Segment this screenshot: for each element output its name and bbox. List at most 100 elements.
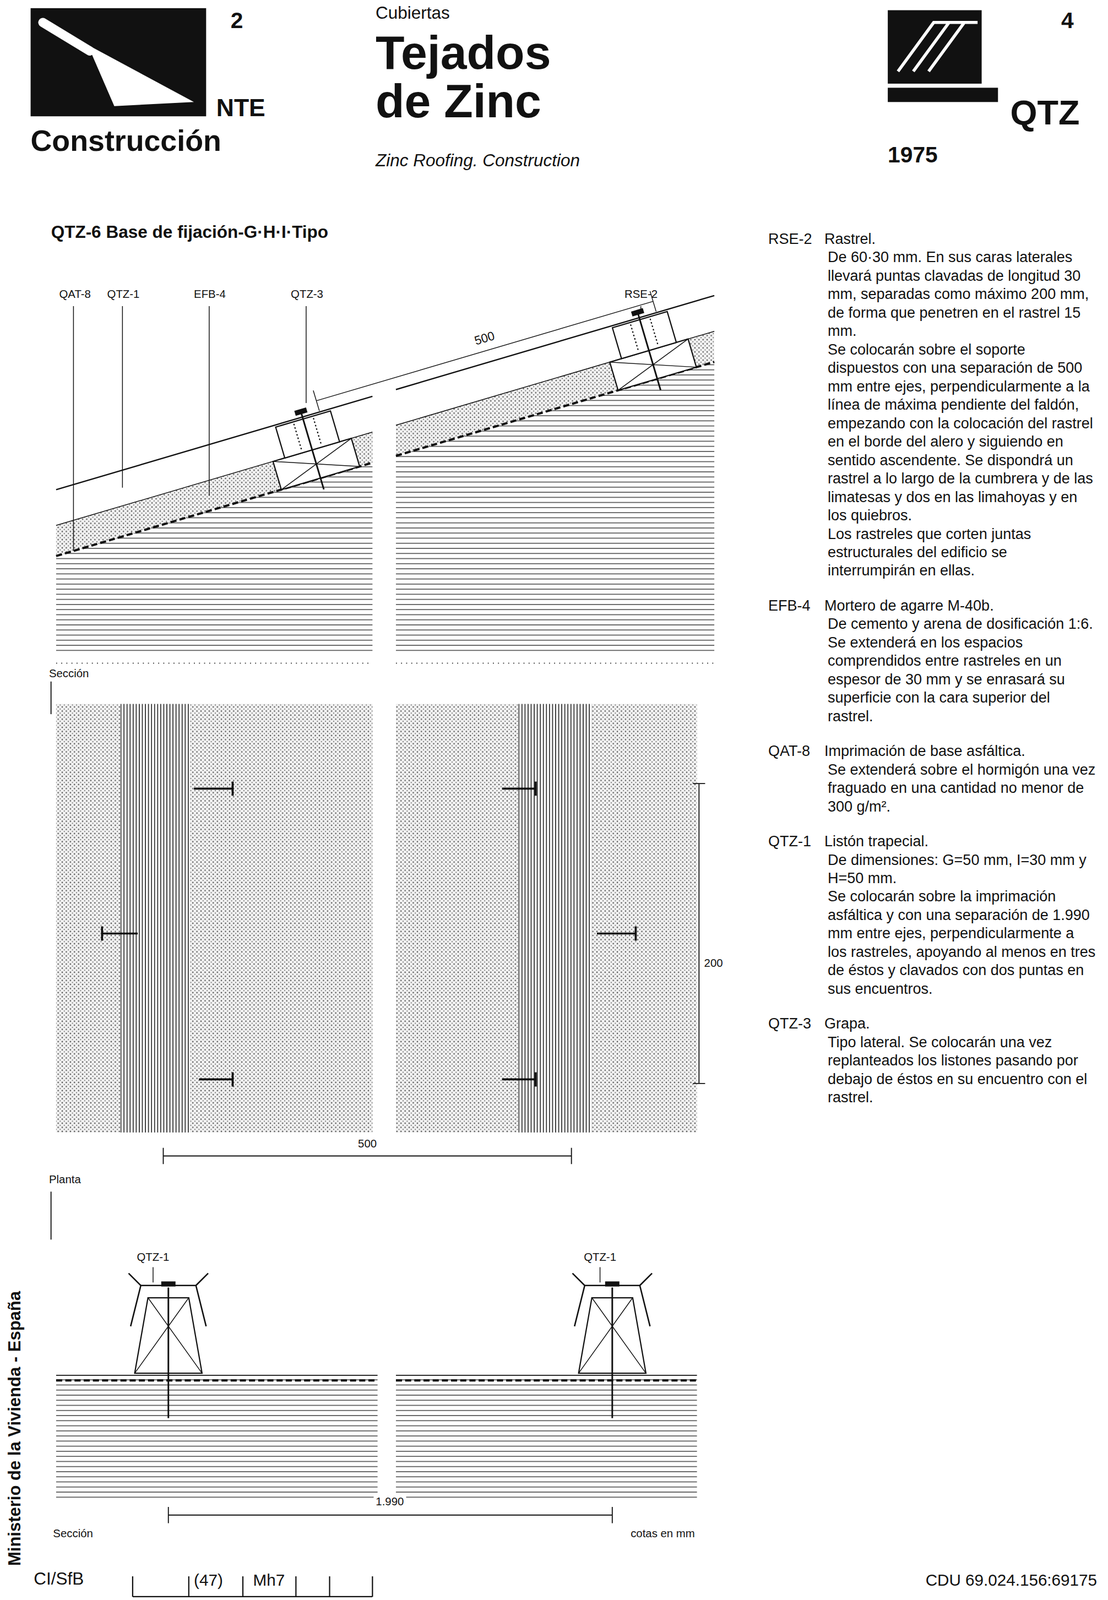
- specification-body: Listón trapecial.De dimensiones: G=50 mm…: [824, 832, 1096, 999]
- specification-column: RSE-2Rastrel.De 60·30 mm. En sus caras l…: [768, 230, 1096, 1124]
- series-name: Construcción: [30, 124, 222, 157]
- drawing-path: [56, 295, 715, 491]
- drawing-path: [101, 781, 636, 1087]
- document-code: CDU 69.024.156:69175: [925, 1571, 1097, 1590]
- element-name: Listón trapecial.: [824, 832, 1096, 851]
- dimension-value: 1.990: [373, 1495, 406, 1508]
- qtz-logo: [887, 10, 998, 103]
- drawing-path: [56, 1375, 698, 1377]
- classification-code: CI/SfB: [33, 1569, 84, 1589]
- drawing-rect: [518, 704, 592, 1133]
- drawing-g: [572, 1273, 653, 1419]
- dimension-value: 500: [470, 328, 499, 349]
- specification-text: De dimensiones: G=50 mm, I=30 mm y H=50 …: [824, 851, 1096, 889]
- drawing-line: [167, 1287, 170, 1419]
- units-note: cotas en mm: [630, 1527, 695, 1540]
- year: 1975: [887, 142, 938, 168]
- page-number: 4: [1061, 8, 1074, 34]
- drawing-g: [128, 1273, 209, 1419]
- element-code: EFB-4: [768, 596, 825, 726]
- drawing-path: [73, 306, 641, 552]
- specification-body: Rastrel.De 60·30 mm. En sus caras latera…: [824, 230, 1096, 581]
- drawing-polygon: [395, 331, 715, 456]
- callout-code: QTZ-3: [290, 288, 324, 301]
- specification-entry: QTZ-1Listón trapecial.De dimensiones: G=…: [768, 832, 1096, 999]
- drawing-rect: [294, 407, 308, 416]
- drawing-rect: [887, 87, 998, 102]
- drawing-line: [611, 1287, 613, 1419]
- specification-text: Se extenderá sobre el hormigón una vez f…: [824, 761, 1096, 817]
- specification-entry: RSE-2Rastrel.De 60·30 mm. En sus caras l…: [768, 230, 1096, 581]
- drawing-rect: [605, 1281, 620, 1287]
- drawing-rect: [631, 308, 645, 317]
- dimension-value: 200: [704, 957, 724, 970]
- view-label: Sección: [52, 1527, 94, 1540]
- specification-entry: EFB-4Mortero de agarre M-40b.De cemento …: [768, 596, 1096, 726]
- drawing-path: [898, 22, 979, 72]
- sheet-title: Tejados de Zinc: [375, 28, 607, 126]
- drawing-rect: [30, 8, 207, 117]
- drawing-rect: [887, 10, 982, 84]
- drawing-path: [42, 22, 90, 52]
- drawing-path: [692, 783, 705, 1084]
- specification-text: De cemento y arena de dosificación 1:6.: [824, 615, 1096, 634]
- roof-section: [51, 291, 715, 715]
- specification-body: Imprimación de base asfáltica.Se extende…: [824, 742, 1096, 817]
- drawing-path: [56, 1379, 698, 1382]
- plan-view: [51, 704, 706, 1241]
- specification-text: Se colocarán sobre el soporte dispuestos…: [824, 340, 1096, 526]
- drawing-rect: [395, 1377, 698, 1501]
- drawing-g: [597, 298, 700, 403]
- drawing-path: [163, 1148, 572, 1165]
- specification-text: Los rastreles que corten juntas estructu…: [824, 525, 1096, 581]
- dimension-value: 500: [355, 1137, 379, 1150]
- drawing-path: [56, 361, 715, 557]
- element-code: RSE-2: [768, 230, 825, 581]
- element-code: QTZ-3: [768, 1014, 825, 1107]
- drawing-polygon: [56, 432, 373, 557]
- specification-entry: QTZ-3Grapa.Tipo lateral. Se colocarán un…: [768, 1014, 1096, 1107]
- classification-frame: [132, 1576, 373, 1598]
- element-name: Mortero de agarre M-40b.: [824, 596, 1096, 616]
- drawing-path: [56, 331, 715, 526]
- drawing-path: [50, 1191, 52, 1240]
- nte-logo: [30, 8, 207, 117]
- callout-code: QAT-8: [58, 288, 91, 301]
- publisher-name: Ministerio de la Vivienda - España: [5, 1291, 25, 1567]
- specification-text: Se extenderá en los espacios comprendido…: [824, 633, 1096, 726]
- callout-code: QTZ-1: [581, 1251, 619, 1264]
- drawing-rect: [56, 1377, 378, 1501]
- drawing-path: [313, 291, 657, 412]
- element-code: QTZ-1: [768, 832, 825, 999]
- element-name: Grapa.: [824, 1014, 1096, 1034]
- specification-body: Mortero de agarre M-40b.De cemento y are…: [824, 596, 1096, 726]
- specification-body: Grapa.Tipo lateral. Se colocarán una vez…: [824, 1014, 1096, 1107]
- drawing-polygon: [87, 45, 194, 107]
- drawing-rect: [120, 704, 190, 1133]
- series-mark: NTE: [216, 94, 266, 122]
- specification-entry: QAT-8Imprimación de base asfáltica.Se ex…: [768, 742, 1096, 817]
- page-number: 2: [230, 8, 244, 34]
- classification-code: Mh7: [253, 1571, 286, 1590]
- drawing-path: [153, 1267, 601, 1283]
- view-label: Planta: [49, 1173, 81, 1186]
- specification-text: Se colocarán sobre la imprimación asfált…: [824, 887, 1096, 999]
- chapter-name: Cubiertas: [375, 3, 450, 23]
- element-code: QAT-8: [768, 742, 825, 817]
- subtitle: Zinc Roofing. Construction: [375, 150, 580, 171]
- classification-code: (47): [193, 1571, 224, 1590]
- callout-code: QTZ-1: [107, 288, 140, 301]
- sheet-code: QTZ: [1009, 93, 1080, 132]
- drawing-line: [301, 413, 324, 490]
- callout-code: RSE-2: [624, 288, 658, 301]
- drawing-g: [261, 397, 363, 502]
- specification-text: De 60·30 mm. En sus caras laterales llev…: [824, 248, 1096, 341]
- drawing-path: [56, 663, 715, 664]
- cross-section: [56, 1267, 698, 1524]
- element-name: Imprimación de base asfáltica.: [824, 742, 1096, 761]
- element-name: Rastrel.: [824, 230, 1096, 249]
- drawing-line: [638, 313, 661, 391]
- drawing-title: QTZ-6 Base de fijación-G·H·I·Tipo: [51, 222, 329, 242]
- drawing-rect: [395, 704, 698, 1133]
